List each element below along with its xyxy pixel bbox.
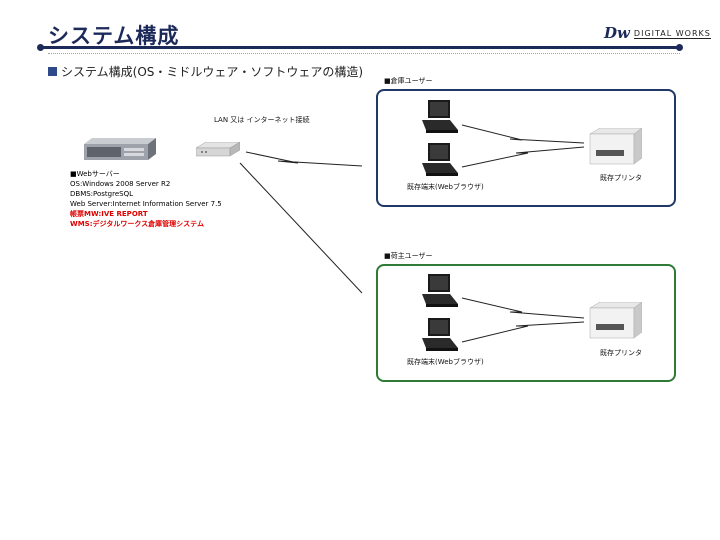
shipper-printer-label: 既存プリンタ	[600, 349, 642, 357]
laptop-icon	[418, 274, 462, 314]
title-dotted-rule	[48, 53, 680, 54]
link-pc1-printer-b	[461, 297, 585, 319]
server-wms: WMS:デジタルワークス倉庫管理システム	[70, 220, 204, 228]
laptop-icon	[418, 318, 462, 358]
warehouse-printer-label: 既存プリンタ	[600, 174, 642, 182]
link-pc2-printer-a	[461, 146, 585, 168]
bullet-square-icon	[48, 67, 57, 76]
warehouse-user-label: ■倉庫ユーザー	[384, 77, 433, 85]
title-rule	[40, 46, 680, 49]
laptop-icon	[418, 100, 462, 140]
server-icon	[84, 138, 156, 164]
shipper-terminal-label: 既存端末(Webブラウザ)	[407, 358, 484, 366]
section-heading: システム構成(OS・ミドルウェア・ソフトウェアの構造)	[48, 63, 363, 80]
printer-icon	[586, 127, 643, 172]
server-heading: ■Webサーバー	[70, 170, 120, 178]
printer-icon	[586, 301, 643, 346]
server-report-mw: 帳票MW:IVE REPORT	[70, 210, 148, 218]
network-link-label: LAN 又は インターネット接続	[214, 116, 310, 124]
title-rule-dot-right	[676, 44, 683, 51]
logo-mark: Dw	[604, 24, 630, 42]
router-icon	[195, 141, 241, 162]
server-os: OS:Windows 2008 Server R2	[70, 180, 171, 188]
server-web: Web Server:Internet Information Server 7…	[70, 200, 222, 208]
server-info: ■Webサーバー OS:Windows 2008 Server R2 DBMS:…	[70, 169, 222, 229]
laptop-icon	[418, 143, 462, 183]
company-logo: Dw DIGITAL WORKS	[604, 26, 711, 41]
page-title: システム構成	[48, 24, 180, 48]
wan-link-warehouse	[245, 151, 363, 167]
server-dbms: DBMS:PostgreSQL	[70, 190, 134, 198]
link-pc2-printer-b	[461, 321, 585, 343]
warehouse-terminal-label: 既存端末(Webブラウザ)	[407, 183, 484, 191]
logo-text: DIGITAL WORKS	[633, 28, 711, 39]
shipper-user-label: ■荷主ユーザー	[384, 252, 433, 260]
section-heading-text: システム構成(OS・ミドルウェア・ソフトウェアの構造)	[61, 65, 364, 79]
link-pc1-printer-a	[461, 124, 585, 144]
wan-link-shipper	[239, 162, 363, 294]
